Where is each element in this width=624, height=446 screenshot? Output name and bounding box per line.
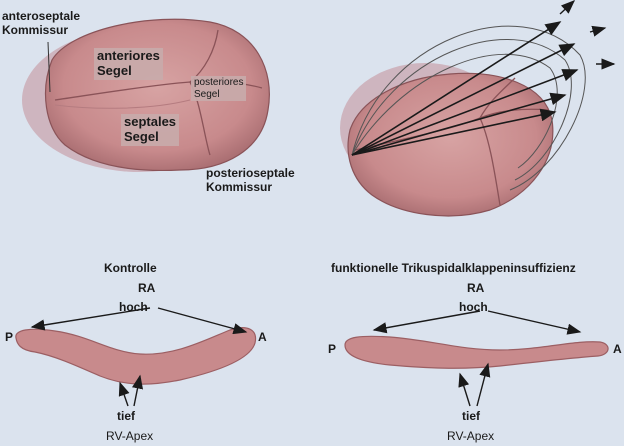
label-ra-left: RA — [138, 281, 156, 295]
label-high-right: hoch — [459, 300, 488, 314]
leaflet-border-r1 — [354, 117, 501, 206]
arrow-high-anterior-r — [487, 310, 582, 335]
arrow-low-r1 — [458, 372, 471, 407]
arrow-low-2 — [132, 374, 144, 407]
posteroseptal-line1: posterioseptale — [206, 166, 295, 180]
label-p-right: P — [328, 342, 337, 356]
arrow-high-posterior-r — [372, 310, 481, 334]
septal-line2: Segel — [124, 128, 159, 144]
jet-arrow-4 — [351, 92, 567, 156]
outer-arrow-2 — [589, 25, 607, 37]
valve-top-right — [340, 0, 616, 217]
label-anteroseptal-commissure: anteroseptale Kommissur — [2, 9, 81, 38]
jet-arrow-2 — [351, 43, 576, 156]
annulus-control — [15, 307, 257, 407]
label-septal-leaflet: septales Segel — [121, 114, 180, 146]
anteroseptal-line2: Kommissur — [2, 22, 69, 37]
jet-arrow-3 — [351, 69, 579, 156]
title-functional-ti: funktionelle Trikuspidalklappeninsuffizi… — [331, 261, 576, 275]
label-posterior-leaflet: posteriores Segel — [191, 76, 247, 101]
label-apex-right: RV-Apex — [447, 429, 495, 443]
jet-curve-2 — [351, 38, 572, 181]
anteroseptal-line1: anteroseptale — [2, 9, 81, 23]
title-control: Kontrolle — [104, 261, 157, 275]
anterior-line2: Segel — [97, 62, 132, 78]
jet-arrow-1 — [351, 21, 562, 156]
arrow-low-r2 — [476, 362, 491, 407]
septal-line1: septales — [124, 114, 177, 129]
label-low-left: tief — [117, 409, 135, 423]
jet-curve-1 — [351, 25, 586, 191]
label-a-left: A — [258, 330, 267, 344]
arrow-high-anterior — [157, 307, 248, 335]
outer-arrow-1 — [559, 0, 576, 15]
label-anterior-leaflet: anteriores Segel — [94, 48, 163, 80]
anteroseptal-pointer — [47, 41, 51, 93]
anterior-line1: anteriores — [97, 48, 160, 63]
posteroseptal-line2: Kommissur — [206, 179, 273, 194]
label-a-right: A — [613, 342, 622, 356]
valve-body-right — [347, 72, 554, 217]
label-apex-left: RV-Apex — [106, 429, 154, 443]
leaflet-fold — [54, 99, 191, 109]
label-posteroseptal-commissure: posterioseptale Kommissur — [206, 166, 295, 195]
leaflet-border-r3 — [479, 77, 516, 119]
label-ra-right: RA — [467, 281, 485, 295]
annulus-shape-left — [15, 327, 257, 385]
arrow-high-posterior — [30, 307, 151, 331]
label-low-right: tief — [462, 409, 480, 423]
label-p-left: P — [5, 330, 14, 344]
arrow-low-1 — [118, 381, 130, 407]
annulus-ti — [344, 310, 609, 407]
posterior-line1: posteriores — [194, 77, 244, 88]
posterior-line2: Segel — [194, 88, 220, 100]
jet-curve-3 — [351, 53, 558, 169]
jet-arrow-5 — [351, 108, 557, 156]
leaflet-border-1 — [54, 81, 211, 156]
annulus-shape-right — [344, 335, 609, 369]
label-high-left: hoch — [119, 300, 148, 314]
